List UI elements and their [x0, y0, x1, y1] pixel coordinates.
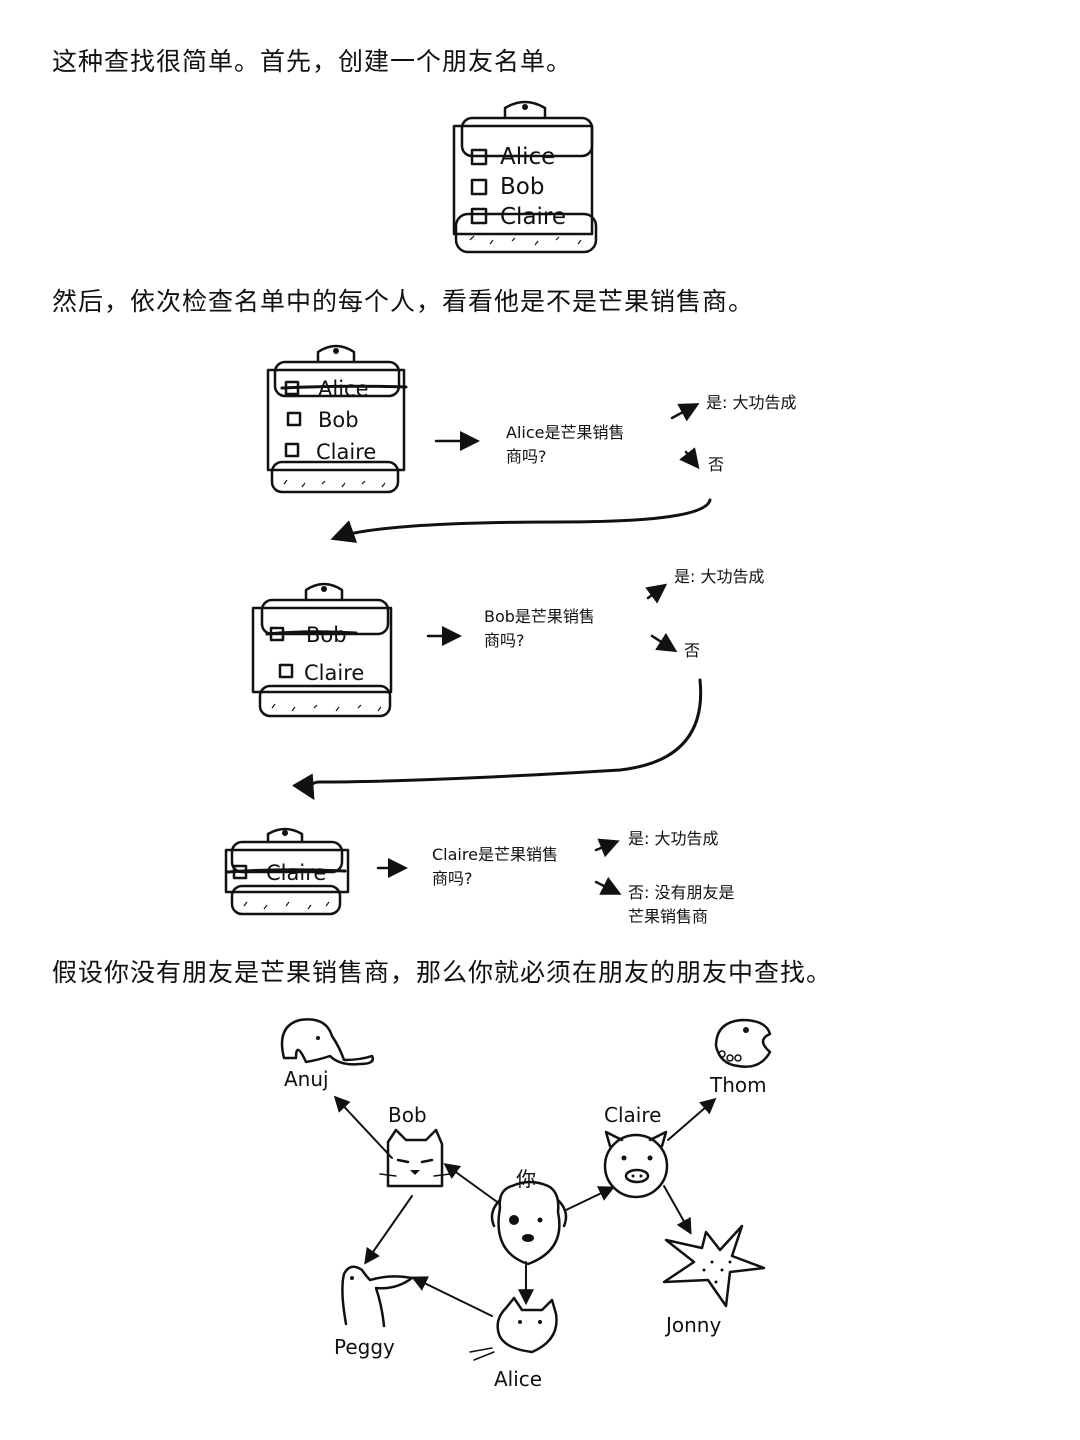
elephant-icon	[280, 1018, 374, 1066]
step-2: Bob Claire Bob是芒果销售 商吗? 是: 大功告成 否	[251, 567, 764, 801]
starfish-icon	[662, 1224, 766, 1308]
graph-edges	[333, 1095, 717, 1317]
flow-arrow-icon	[291, 678, 703, 801]
question-text: 商吗?	[484, 631, 525, 650]
no-text: 否: 没有朋友是	[628, 883, 734, 902]
node-label-alice: Alice	[494, 1367, 542, 1391]
node-label-jonny: Jonny	[664, 1313, 721, 1337]
arrow-icon	[679, 447, 700, 470]
checkbox-icon	[470, 178, 488, 196]
checkbox-icon	[470, 148, 488, 166]
fish-icon	[714, 1018, 772, 1068]
yes-text: 是: 大功告成	[706, 393, 796, 412]
list-item: Claire	[500, 204, 566, 230]
question-text: Claire是芒果销售	[432, 845, 558, 864]
arrow-icon	[645, 583, 668, 604]
clipboard-initial: Alice Bob Claire	[452, 100, 598, 254]
arrow-icon	[594, 876, 622, 895]
yes-text: 是: 大功告成	[674, 567, 764, 586]
arrow-icon	[670, 403, 700, 422]
dog-icon	[490, 1180, 568, 1266]
peggy-creature-icon	[341, 1265, 414, 1328]
node-label-thom: Thom	[709, 1073, 767, 1097]
list-item: Claire	[304, 661, 364, 685]
node-label-bob: Bob	[388, 1103, 427, 1127]
node-label-you: 你	[516, 1167, 536, 1191]
list-item-crossed: Bob	[306, 623, 347, 647]
list-item: Claire	[316, 440, 376, 464]
mouse-icon	[469, 1296, 558, 1361]
checkbox-icon	[470, 207, 488, 225]
step-text: 然后，依次检查名单中的每个人，看看他是不是芒果销售商。	[52, 287, 755, 316]
list-item-crossed: Alice	[318, 377, 369, 401]
arrow-icon	[594, 838, 620, 858]
question-text: Bob是芒果销售	[484, 607, 595, 626]
pig-icon	[603, 1130, 669, 1199]
node-label-peggy: Peggy	[334, 1335, 395, 1359]
yes-text: 是: 大功告成	[628, 829, 718, 848]
question-text: 商吗?	[432, 869, 473, 888]
clipboard-step-3: Claire	[224, 827, 350, 916]
list-item: Bob	[318, 408, 359, 432]
no-text: 否	[684, 641, 700, 660]
flow-arrow-icon	[330, 498, 712, 543]
cat-icon	[379, 1128, 451, 1188]
arrow-icon	[650, 632, 678, 653]
node-label-claire: Claire	[604, 1103, 661, 1127]
clipboard-step-2: Bob Claire	[251, 582, 393, 718]
list-item-crossed: Claire	[266, 861, 326, 885]
node-label-anuj: Anuj	[284, 1067, 329, 1091]
no-text: 芒果销售商	[628, 907, 708, 926]
question-text: 商吗?	[506, 447, 547, 466]
intro-text: 这种查找很简单。首先，创建一个朋友名单。	[52, 47, 573, 76]
list-item: Bob	[500, 174, 544, 200]
friends-of-friends-text: 假设你没有朋友是芒果销售商，那么你就必须在朋友的朋友中查找。	[52, 958, 833, 987]
list-item: Alice	[500, 144, 555, 170]
friend-graph: 你 Bob Claire Anuj	[280, 1018, 772, 1391]
step-1: Alice Bob Claire Alice是芒果销售 商吗? 是: 大功告成 …	[266, 344, 796, 543]
question-text: Alice是芒果销售	[506, 423, 624, 442]
clipboard-step-1: Alice Bob Claire	[266, 344, 408, 494]
step-3: Claire Claire是芒果销售 商吗? 是: 大功告成 否: 没有朋友是 …	[224, 827, 734, 926]
no-text: 否	[708, 455, 724, 474]
